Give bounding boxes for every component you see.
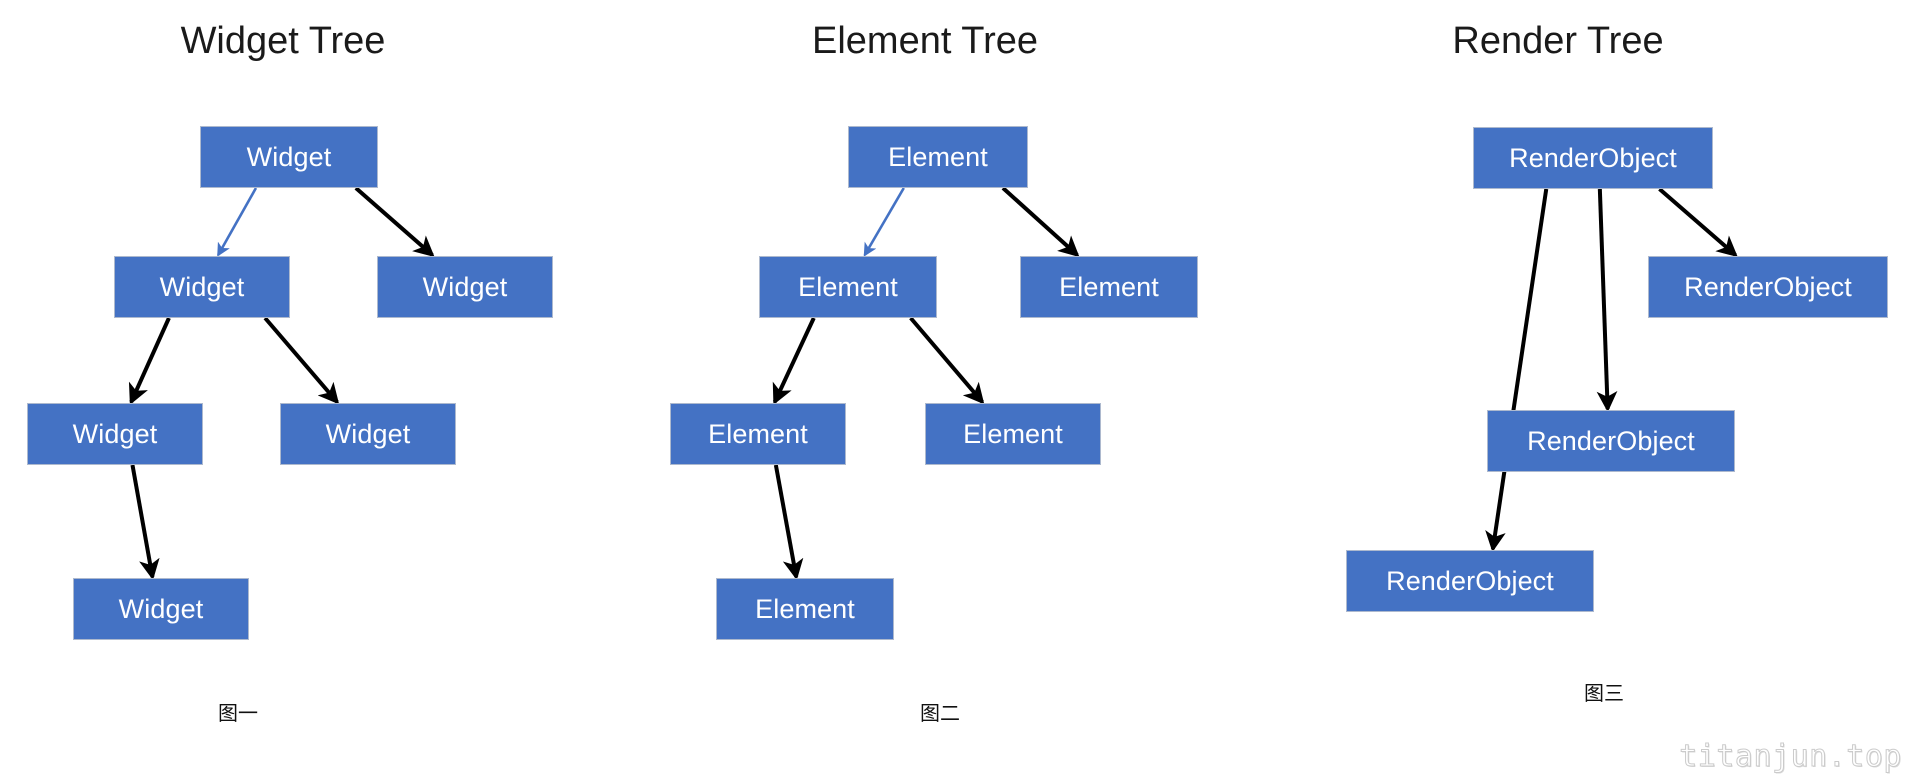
tree-edge (1485, 188, 1549, 553)
column-title: Widget Tree (180, 20, 386, 62)
tree-node-widget-tree[interactable]: Widget (27, 403, 203, 465)
tree-edge (1596, 188, 1618, 413)
tree-node-render-tree[interactable]: RenderObject (1473, 127, 1713, 189)
tree-edge (130, 464, 160, 581)
tree-edge (128, 317, 171, 405)
tree-node-widget-tree[interactable]: Widget (280, 403, 456, 465)
tree-node-widget-tree[interactable]: Widget (200, 126, 378, 188)
tree-node-element-tree[interactable]: Element (848, 126, 1028, 188)
column-title: Element Tree (812, 20, 1038, 62)
tree-edge (773, 464, 804, 581)
tree-node-element-tree[interactable]: Element (759, 256, 937, 318)
tree-edge (263, 316, 340, 405)
tree-node-element-tree[interactable]: Element (716, 578, 894, 640)
tree-node-render-tree[interactable]: RenderObject (1648, 256, 1888, 318)
tree-node-element-tree[interactable]: Element (1020, 256, 1198, 318)
tree-node-element-tree[interactable]: Element (670, 403, 846, 465)
figure-caption: 图二 (920, 701, 960, 725)
tree-edge (354, 186, 435, 258)
tree-edge (772, 317, 816, 405)
tree-edge (217, 187, 258, 257)
tree-node-element-tree[interactable]: Element (925, 403, 1101, 465)
tree-edge (909, 316, 985, 405)
watermark: titanjun.top (1679, 739, 1902, 774)
figure-caption: 图一 (218, 701, 258, 725)
tree-node-widget-tree[interactable]: Widget (377, 256, 553, 318)
tree-edge (1658, 187, 1738, 258)
tree-edge (863, 187, 905, 257)
column-title: Render Tree (1452, 20, 1664, 62)
tree-node-widget-tree[interactable]: Widget (114, 256, 290, 318)
figure-caption: 图三 (1584, 681, 1624, 705)
tree-node-widget-tree[interactable]: Widget (73, 578, 249, 640)
tree-edge (1001, 186, 1080, 258)
tree-node-render-tree[interactable]: RenderObject (1487, 410, 1735, 472)
tree-node-render-tree[interactable]: RenderObject (1346, 550, 1594, 612)
